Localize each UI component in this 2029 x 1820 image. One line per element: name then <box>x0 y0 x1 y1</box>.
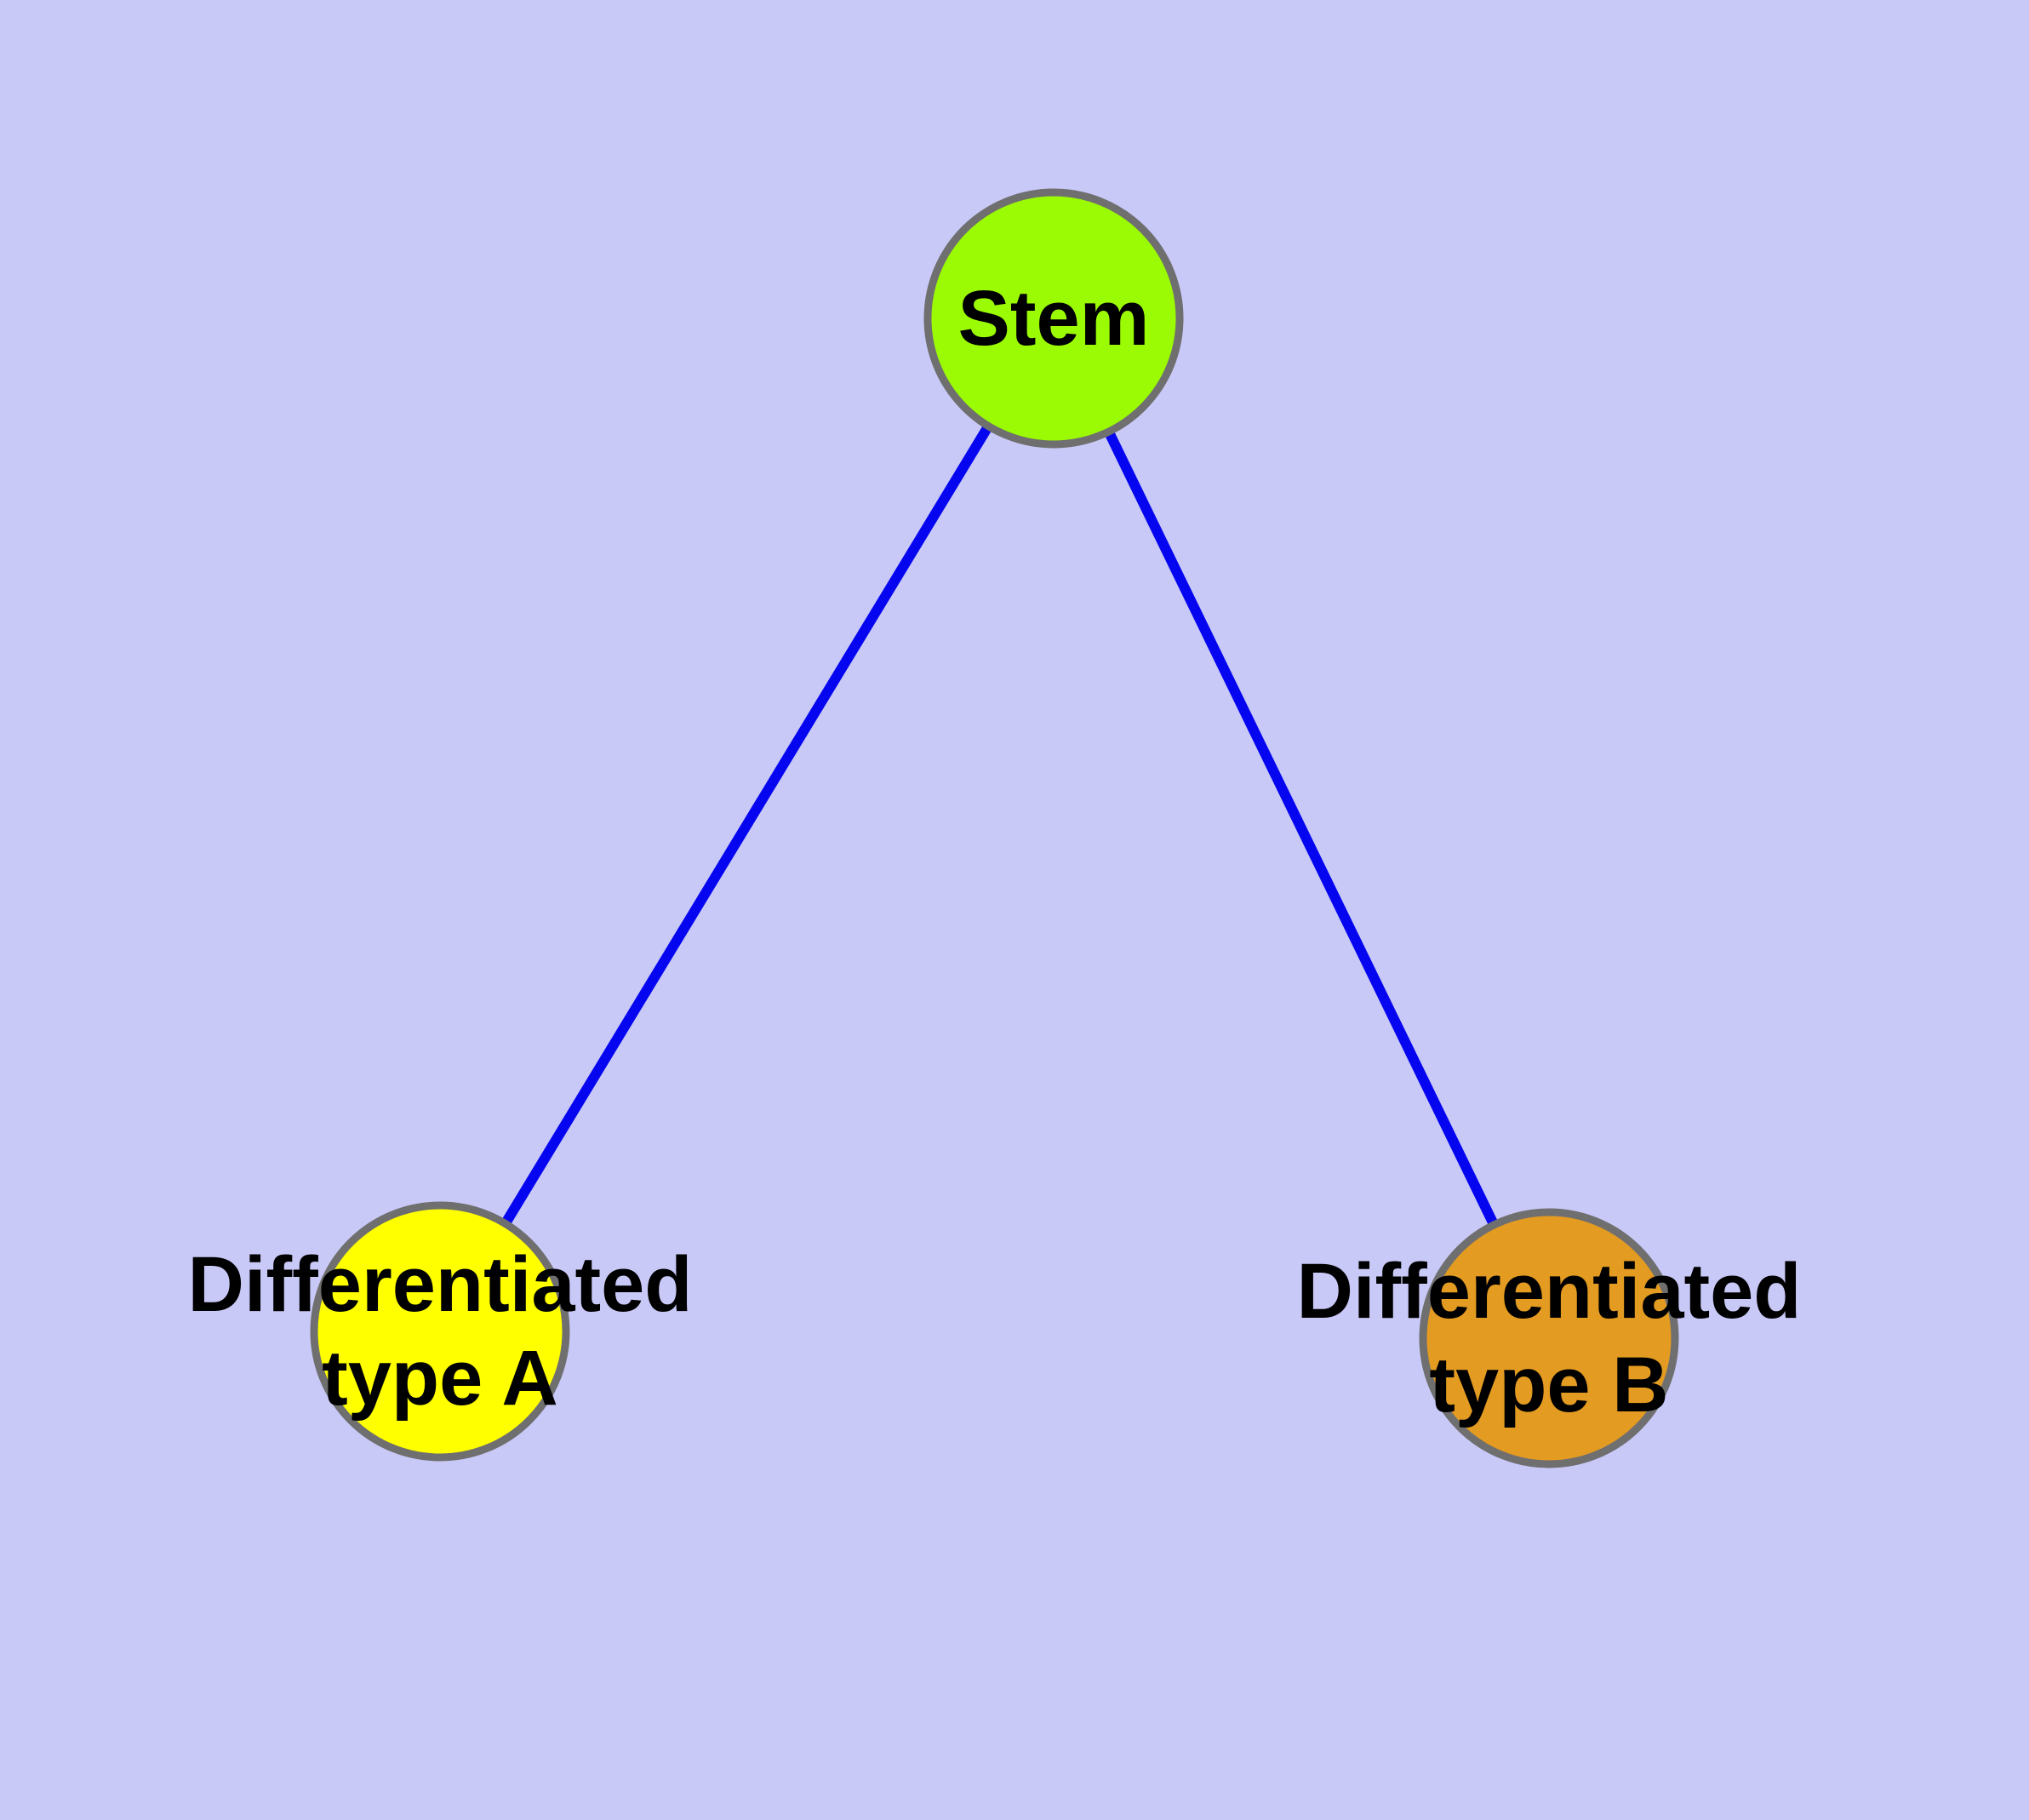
node-label-line: type B <box>1429 1342 1668 1428</box>
node-label-line: Stem <box>958 275 1150 362</box>
edge-stem-to-differentiated-type-b <box>1049 316 1554 1341</box>
edge-stem-to-differentiated-type-a <box>435 315 1059 1335</box>
node-label-line: Differentiated <box>188 1241 693 1328</box>
node-label-stem: Stem <box>958 275 1150 362</box>
node-label-line: type A <box>322 1335 558 1422</box>
node-stem <box>923 188 1184 449</box>
edges-layer <box>435 315 1554 1341</box>
node-differentiated-type-b <box>1419 1208 1679 1468</box>
nodes-layer <box>310 188 1679 1468</box>
node-differentiated-type-a <box>310 1201 570 1462</box>
node-label-line: Differentiated <box>1297 1248 1802 1335</box>
